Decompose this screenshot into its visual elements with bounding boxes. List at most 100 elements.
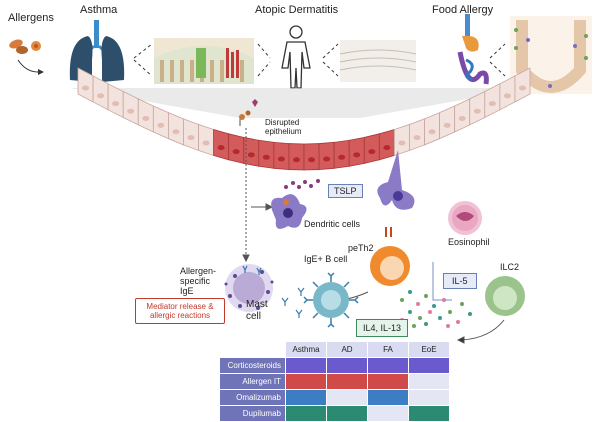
- cell-nucleus: [308, 157, 316, 163]
- skin-section-icon: [154, 38, 254, 84]
- epithelial-cell-disrupted: [378, 128, 395, 161]
- cytokine-dot: [432, 304, 436, 308]
- food-allergy-label: Food Allergy: [432, 4, 494, 16]
- tslp-molecules: [284, 179, 320, 189]
- cell-nucleus: [413, 135, 421, 141]
- treatment-cell: [367, 373, 409, 390]
- cell-nucleus: [217, 145, 225, 151]
- cytokine-dot: [424, 294, 428, 298]
- digestive-tract-icon: [457, 14, 489, 85]
- atopic-dermatitis-label: Atopic Dermatitis: [255, 4, 339, 16]
- mast-cell-icon: [224, 264, 274, 312]
- cell-nucleus: [112, 101, 120, 107]
- cell-nucleus: [368, 149, 376, 155]
- peth2-cell-icon: [370, 227, 410, 286]
- cytokine-dots: [400, 290, 472, 328]
- cell-nucleus: [142, 115, 150, 121]
- tslp-badge: TSLP: [328, 184, 363, 198]
- column-ad: AD: [326, 341, 368, 358]
- cytokine-dot: [408, 290, 412, 294]
- table-row: Corticosteroids: [219, 357, 450, 374]
- treatment-name: Allergen IT: [219, 373, 286, 390]
- cell-nucleus: [338, 154, 346, 160]
- eosinophil-label: Eosinophil: [448, 237, 490, 247]
- table-header-row: Asthma AD FA EoE: [219, 341, 450, 358]
- cell-nucleus: [97, 93, 105, 99]
- treatment-cell: [285, 389, 327, 406]
- treatment-cell: [367, 389, 409, 406]
- epithelial-cell: [167, 112, 184, 146]
- treatment-name: Omalizumab: [219, 389, 286, 406]
- disrupted-epithelium-label: Disrupted epithelium: [265, 118, 302, 136]
- skin-layers-icon: [339, 40, 417, 82]
- table-row: Allergen IT: [219, 373, 450, 390]
- cell-nucleus: [127, 108, 135, 114]
- cytokine-dot: [438, 316, 442, 320]
- peth2-label: peTh2: [348, 243, 374, 253]
- treatment-cell: [285, 405, 327, 422]
- dendritic-cells-label: Dendritic cells: [304, 219, 361, 229]
- cell-nucleus: [518, 85, 526, 91]
- cytokine-dot: [442, 298, 446, 302]
- epithelial-cell-disrupted: [273, 141, 290, 171]
- epithelial-cell: [198, 123, 215, 157]
- allergen-crossing-icon: [239, 99, 258, 120]
- cytokine-dot: [460, 302, 464, 306]
- ilc2-cell-icon: [485, 276, 525, 316]
- cell-nucleus: [323, 156, 331, 162]
- cell-nucleus: [262, 154, 270, 160]
- cytokine-dot: [428, 310, 432, 314]
- cell-nucleus: [353, 152, 361, 158]
- epithelial-cell-disrupted: [333, 139, 350, 169]
- cell-nucleus: [503, 93, 511, 99]
- epithelial-cell: [393, 123, 410, 157]
- treatment-cell: [326, 357, 368, 374]
- dendritic-cell-icon: [271, 194, 307, 229]
- epithelial-cell: [152, 105, 169, 140]
- cytokine-dot: [418, 316, 422, 320]
- treatment-cell: [408, 357, 450, 374]
- zoom-funnel: [70, 88, 530, 118]
- epithelial-cell-disrupted: [318, 141, 335, 171]
- cell-nucleus: [428, 129, 436, 135]
- cell-nucleus: [82, 85, 90, 91]
- cell-nucleus: [187, 135, 195, 141]
- cytokine-dot: [446, 324, 450, 328]
- cell-nucleus: [172, 129, 180, 135]
- mediator-release-badge: Mediator release & allergic reactions: [135, 298, 225, 324]
- cell-nucleus: [292, 157, 300, 163]
- human-body-icon: [281, 25, 311, 89]
- treatment-cell: [285, 357, 327, 374]
- ige-b-cell-icon: [303, 272, 359, 328]
- epithelial-cell-disrupted: [303, 143, 320, 171]
- treatment-cell: [367, 357, 409, 374]
- epithelial-cell: [499, 75, 516, 111]
- epithelial-cell: [454, 98, 471, 133]
- cell-nucleus: [277, 156, 285, 162]
- treatment-cell: [326, 405, 368, 422]
- cell-nucleus: [443, 122, 451, 128]
- epithelial-cell: [514, 67, 531, 103]
- lungs-icon: [69, 20, 125, 82]
- pathway-arrows: [239, 116, 505, 344]
- treatment-cell: [408, 389, 450, 406]
- cytokine-dot: [412, 324, 416, 328]
- cytokine-dot: [456, 320, 460, 324]
- cytokine-dot: [468, 312, 472, 316]
- treatment-cell: [326, 373, 368, 390]
- cell-nucleus: [458, 115, 466, 121]
- column-eoe: EoE: [408, 341, 450, 358]
- treatment-name: Dupilumab: [219, 405, 286, 422]
- treatment-cell: [408, 373, 450, 390]
- table-row: Dupilumab: [219, 405, 450, 422]
- epithelial-cell-disrupted: [363, 133, 380, 164]
- cytokine-dot: [400, 298, 404, 302]
- cytokine-dot: [416, 302, 420, 306]
- epithelial-cell: [183, 118, 199, 152]
- treatment-cell: [367, 405, 409, 422]
- epithelial-cell: [424, 112, 441, 146]
- treatment-name: Corticosteroids: [219, 357, 286, 374]
- cell-nucleus: [247, 152, 255, 158]
- dashed-connectors: [133, 43, 506, 77]
